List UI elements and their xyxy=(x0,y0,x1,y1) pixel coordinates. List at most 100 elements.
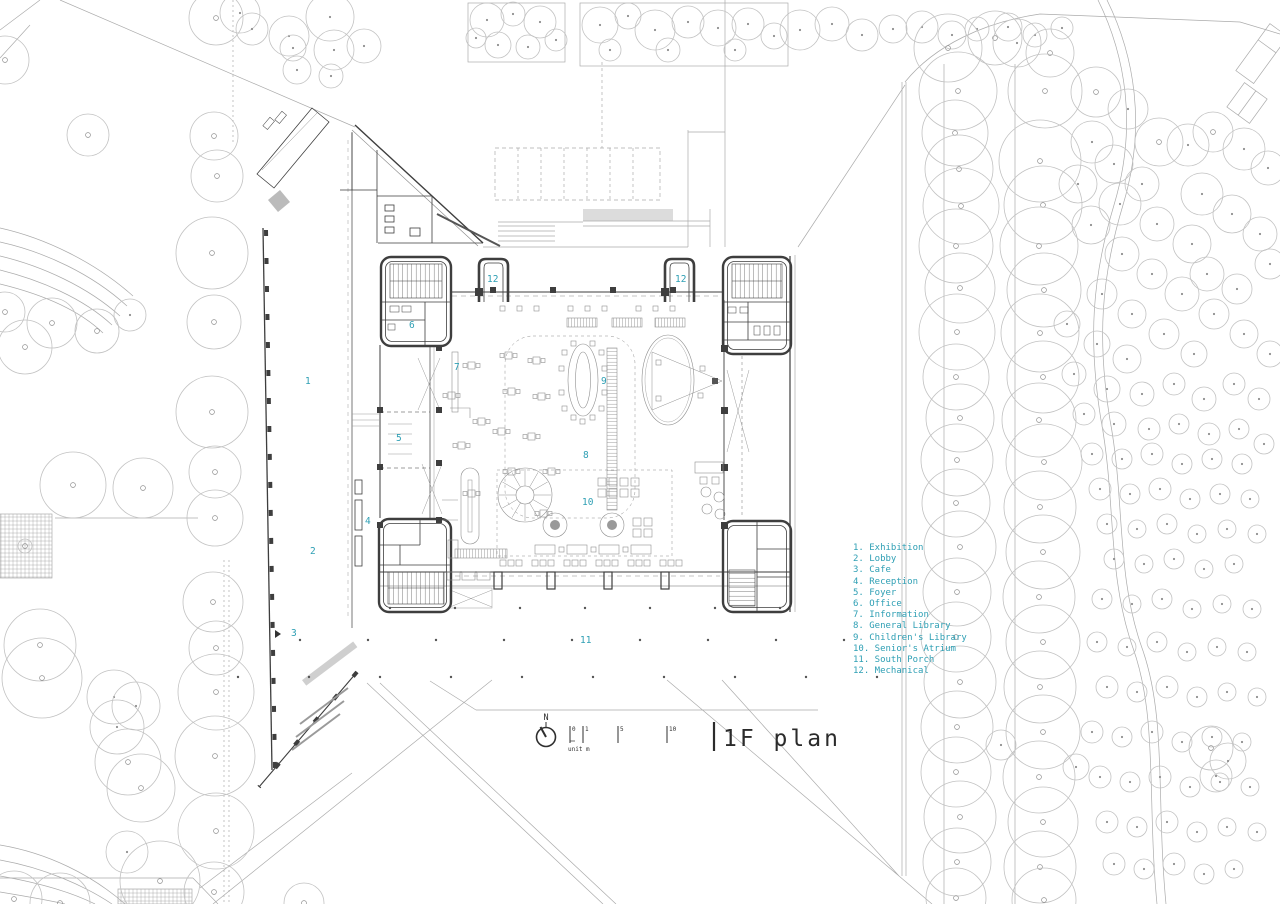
tree xyxy=(111,681,161,731)
room-number-label: 7 xyxy=(454,362,460,373)
tree xyxy=(985,729,1017,761)
tree xyxy=(1222,372,1246,396)
elevator-oval xyxy=(460,467,480,545)
legend-item: 11. South Porch xyxy=(853,654,935,665)
tree xyxy=(1053,310,1081,338)
tree xyxy=(1088,765,1112,789)
tree xyxy=(1253,433,1275,455)
tree xyxy=(918,208,994,284)
legend-item: 2. Lobby xyxy=(853,554,897,565)
tree xyxy=(1155,810,1179,834)
tree xyxy=(1217,519,1237,539)
west-facade xyxy=(262,227,273,771)
tree xyxy=(1070,120,1114,164)
tree xyxy=(922,167,1000,245)
tree xyxy=(188,0,244,46)
stair-core-northeast xyxy=(721,255,793,356)
tree xyxy=(1162,852,1186,876)
building-walls xyxy=(256,107,793,789)
room-number-label: 1 xyxy=(305,376,311,387)
tree xyxy=(1156,513,1178,535)
legend-item: 7. Information xyxy=(853,610,929,621)
tree xyxy=(1111,448,1133,470)
east-cafe-seating xyxy=(694,461,726,520)
tree xyxy=(1221,273,1253,305)
tree xyxy=(998,119,1082,203)
tree xyxy=(1117,299,1147,329)
tree xyxy=(1117,637,1137,657)
tree xyxy=(544,28,568,52)
tree xyxy=(1254,248,1280,280)
tree xyxy=(1186,821,1208,843)
scale-tick-5: 5 xyxy=(620,726,624,733)
tree xyxy=(1058,164,1098,204)
tree xyxy=(1080,442,1104,466)
tree xyxy=(17,538,33,554)
north-wing-rooms xyxy=(340,133,501,247)
tree xyxy=(189,111,239,161)
tree xyxy=(1127,519,1147,539)
tree xyxy=(1005,423,1083,501)
tree xyxy=(1071,205,1111,245)
tree xyxy=(282,55,312,85)
tree xyxy=(1237,642,1257,662)
north-label: N xyxy=(543,713,548,723)
tree xyxy=(1172,224,1212,264)
room-number-label: 12 xyxy=(487,274,498,285)
tree xyxy=(1050,16,1074,40)
legend-item: 5. Foyer xyxy=(853,587,897,598)
tree xyxy=(89,699,145,755)
amphitheater-terraces xyxy=(0,227,134,334)
tree xyxy=(1122,594,1142,614)
tree xyxy=(1091,588,1113,610)
tree xyxy=(66,113,110,157)
cafe-benches xyxy=(291,687,349,751)
tree xyxy=(924,134,994,204)
tree xyxy=(119,840,201,904)
tree xyxy=(634,9,676,51)
tree xyxy=(1180,172,1224,216)
tree xyxy=(465,27,487,49)
tree xyxy=(1002,740,1076,814)
tree xyxy=(922,557,992,627)
tree xyxy=(1212,194,1252,234)
tree xyxy=(1003,830,1077,904)
tree xyxy=(183,861,245,904)
tree xyxy=(760,22,788,50)
west-facade-columns xyxy=(264,229,277,769)
tree xyxy=(1062,753,1090,781)
tree xyxy=(920,423,994,497)
scale-tick-0: 0 xyxy=(572,726,576,733)
tree xyxy=(814,6,850,42)
tree xyxy=(175,375,249,449)
furniture xyxy=(236,305,879,679)
tree xyxy=(346,28,382,64)
lobby-bench xyxy=(446,571,491,581)
tree xyxy=(1000,293,1080,373)
atrium xyxy=(454,467,673,559)
tree xyxy=(1199,759,1233,793)
story-room-oval xyxy=(641,334,723,426)
tree-planter-1 xyxy=(467,2,566,63)
tree xyxy=(1005,604,1081,680)
tree xyxy=(923,510,997,584)
tree xyxy=(1162,372,1186,396)
tree xyxy=(1005,694,1081,770)
room-number-label: 11 xyxy=(580,635,592,646)
north-arrow-icon: N xyxy=(535,713,557,748)
stair-core-southeast xyxy=(721,519,793,614)
tree xyxy=(1198,298,1230,330)
room-number-label: 6 xyxy=(409,320,415,331)
tree xyxy=(1124,166,1160,202)
tree xyxy=(1250,150,1280,186)
paved-plaza xyxy=(0,513,53,579)
tree xyxy=(0,319,53,375)
tree xyxy=(1180,340,1208,368)
tree xyxy=(1224,554,1244,574)
tree xyxy=(1112,344,1142,374)
legend-item: 9. Children's Library xyxy=(853,632,967,643)
tree xyxy=(0,35,30,85)
